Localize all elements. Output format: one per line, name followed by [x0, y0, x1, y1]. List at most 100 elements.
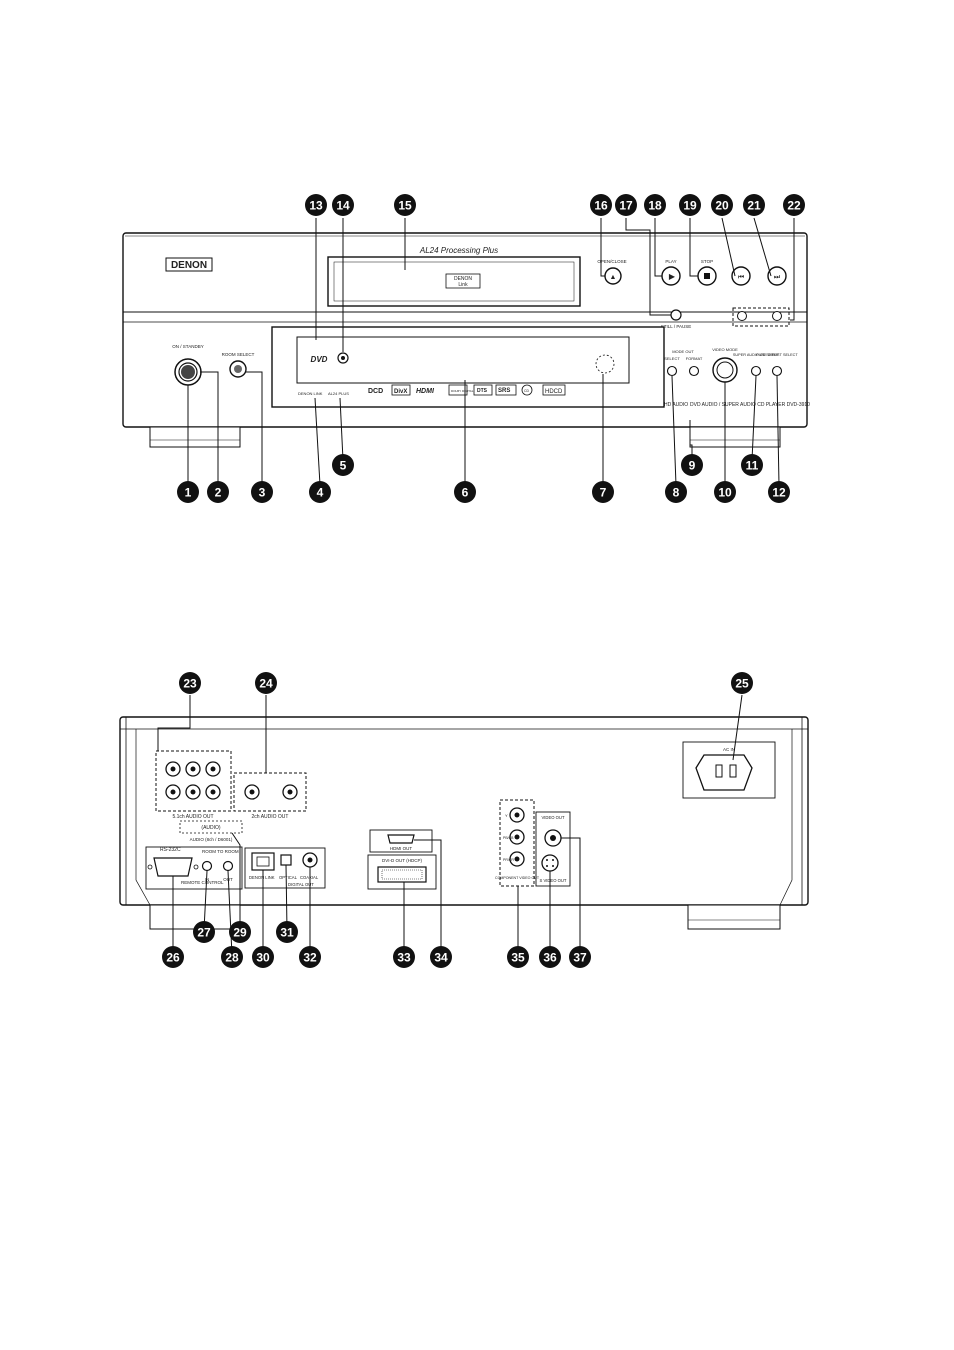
svg-text:SRS: SRS: [498, 388, 510, 394]
eject-icon: ▲: [610, 274, 617, 281]
room-to-room-out-jack[interactable]: [222, 860, 234, 872]
svg-text:AUDIO (8ch / D6001): AUDIO (8ch / D6001): [190, 837, 233, 842]
callout-31: 31: [276, 921, 298, 943]
format-logos: DCD DivX HDMI DOLBY DIGITAL DTS SRS CD H…: [368, 384, 566, 396]
svg-text:HDMI OUT: HDMI OUT: [390, 846, 412, 851]
dvi-out-port[interactable]: [377, 866, 427, 883]
callout-number: 13: [309, 199, 323, 213]
play-icon: ▶: [669, 272, 676, 281]
callout-4: 4: [309, 481, 331, 503]
svg-text:S VIDEO OUT: S VIDEO OUT: [540, 878, 567, 883]
svg-text:HD AUDIO: HD AUDIO: [664, 402, 688, 408]
denon-link-port[interactable]: [251, 852, 275, 871]
svg-text:REMOTE CONTROL: REMOTE CONTROL: [181, 880, 224, 885]
svg-text:Y: Y: [505, 813, 508, 818]
callout-10: 10: [714, 481, 736, 503]
front-leader-lines: [187, 217, 795, 486]
pure-direct-button[interactable]: [771, 365, 783, 377]
callout-number: 29: [233, 926, 247, 940]
svg-text:COAXIAL: COAXIAL: [300, 875, 319, 880]
svg-text:5.1ch AUDIO OUT: 5.1ch AUDIO OUT: [172, 814, 213, 820]
callout-23: 23: [179, 672, 201, 694]
callout-number: 33: [397, 951, 411, 965]
front-panel: DENON AL24 Processing Plus DENON Link OP…: [122, 232, 810, 448]
svg-text:2ch AUDIO OUT: 2ch AUDIO OUT: [252, 814, 289, 820]
hd-audio-select-button[interactable]: [666, 365, 678, 377]
search-back-button[interactable]: [737, 311, 747, 321]
svg-text:MODE OUT: MODE OUT: [672, 349, 694, 354]
callout-1: 1: [177, 481, 199, 503]
svg-text:PB/CB: PB/CB: [503, 836, 514, 840]
callout-number: 34: [434, 951, 448, 965]
callout-number: 25: [735, 677, 749, 691]
svg-text:AC IN: AC IN: [723, 747, 735, 752]
callout-3: 3: [251, 481, 273, 503]
callout-9: 9: [681, 454, 703, 476]
svg-text:HDMI: HDMI: [416, 388, 435, 395]
svg-text:SUPER AUDIO CD SETUP: SUPER AUDIO CD SETUP: [733, 353, 780, 357]
svg-text:DIGITAL OUT: DIGITAL OUT: [288, 882, 314, 887]
callout-7: 7: [592, 481, 614, 503]
callout-number: 15: [398, 199, 412, 213]
ac-inlet[interactable]: [695, 754, 753, 791]
callout-number: 19: [683, 199, 697, 213]
format-button[interactable]: [688, 365, 700, 377]
search-forward-button[interactable]: [772, 311, 782, 321]
svg-text:RS-232C: RS-232C: [160, 847, 181, 853]
callout-32: 32: [299, 946, 321, 968]
svg-text:CD: CD: [524, 389, 530, 393]
still-pause-button[interactable]: [670, 309, 682, 321]
svg-text:AL24 PLUS: AL24 PLUS: [328, 391, 349, 396]
hdmi-out-port[interactable]: [387, 834, 415, 844]
svg-text:DENON LINK: DENON LINK: [298, 391, 323, 396]
skip-forward-button[interactable]: [767, 266, 787, 286]
callout-number: 21: [747, 199, 761, 213]
callout-number: 23: [183, 677, 197, 691]
callout-number: 32: [303, 951, 317, 965]
display-window: [296, 336, 630, 384]
svg-text:PR/CR: PR/CR: [503, 858, 514, 862]
optical-out-port[interactable]: [280, 854, 292, 866]
room-to-room-in-jack[interactable]: [201, 860, 213, 872]
callout-number: 37: [573, 951, 587, 965]
callout-2: 2: [207, 481, 229, 503]
callout-number: 31: [280, 926, 294, 940]
callout-17: 17: [615, 194, 637, 216]
rs232c-port[interactable]: [153, 857, 193, 877]
svg-text:DivX: DivX: [394, 389, 407, 395]
stop-icon: [704, 273, 710, 279]
skip-back-button[interactable]: [731, 266, 751, 286]
svg-text:Link: Link: [458, 282, 468, 288]
skip-back-icon: ⏮: [738, 274, 744, 281]
sacd-setup-button[interactable]: [750, 365, 762, 377]
callout-19: 19: [679, 194, 701, 216]
svg-text:STILL / PAUSE: STILL / PAUSE: [661, 324, 692, 329]
svg-text:STOP: STOP: [701, 259, 713, 264]
callout-number: 14: [336, 199, 350, 213]
svg-text:PURE DIRECT SELECT: PURE DIRECT SELECT: [756, 353, 798, 357]
svg-text:SELECT: SELECT: [664, 356, 680, 361]
svg-text:VIDEO OUT: VIDEO OUT: [541, 815, 564, 820]
ch51-jacks: [165, 761, 221, 800]
callout-18: 18: [644, 194, 666, 216]
callout-16: 16: [590, 194, 612, 216]
callout-8: 8: [665, 481, 687, 503]
remote-sensor: [595, 354, 615, 374]
callout-30: 30: [252, 946, 274, 968]
callout-number: 1: [185, 486, 192, 500]
callout-number: 5: [340, 459, 347, 473]
callout-number: 8: [673, 486, 680, 500]
ch2-audio-out-group: [233, 772, 307, 812]
callout-21: 21: [743, 194, 765, 216]
ch51-audio-out-group: [155, 750, 232, 812]
s-video-jack[interactable]: [541, 854, 559, 872]
callout-6: 6: [454, 481, 476, 503]
callout-number: 22: [787, 199, 801, 213]
svg-text:OPEN/CLOSE: OPEN/CLOSE: [597, 259, 626, 264]
callout-number: 26: [166, 951, 180, 965]
callout-27: 27: [193, 921, 215, 943]
svg-text:VIDEO MODE: VIDEO MODE: [712, 347, 738, 352]
callout-25: 25: [731, 672, 753, 694]
svg-text:ROOM TO ROOM: ROOM TO ROOM: [202, 849, 239, 854]
